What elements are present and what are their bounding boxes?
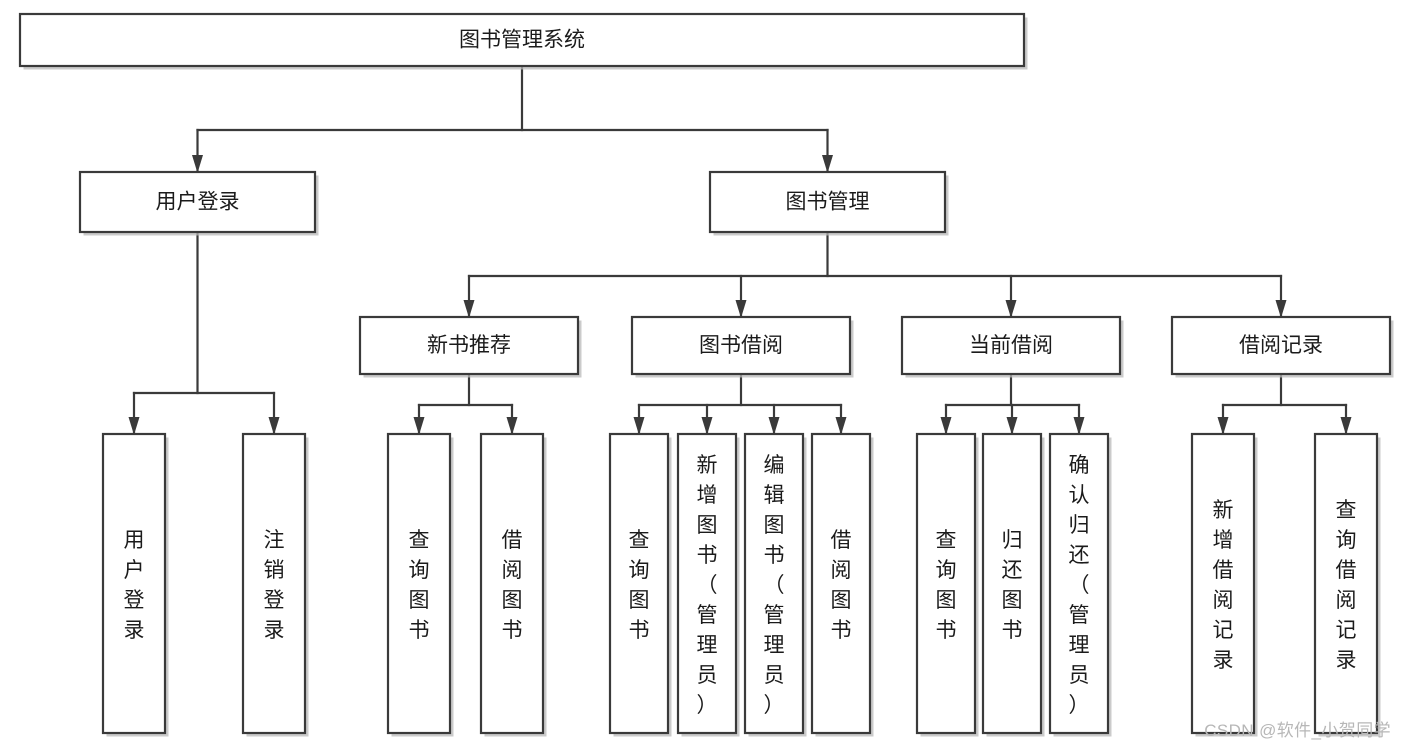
node-label: 借阅图书 bbox=[502, 529, 523, 642]
node-label: 查询图书 bbox=[409, 529, 430, 642]
node-box[interactable] bbox=[900, 315, 1122, 376]
node-label: 借阅记录 bbox=[1239, 334, 1323, 357]
node-box[interactable] bbox=[810, 432, 872, 735]
node-leaf-borrow-book-2[interactable]: 借阅图书 bbox=[810, 432, 874, 737]
node-leaf-edit-book[interactable]: 编辑图书（管理员） bbox=[743, 432, 807, 737]
nodes-layer: 图书管理系统用户登录图书管理新书推荐图书借阅当前借阅借阅记录用户登录注销登录查询… bbox=[18, 12, 1394, 737]
node-box[interactable] bbox=[241, 432, 307, 735]
node-leaf-add-record[interactable]: 新增借阅记录 bbox=[1190, 432, 1258, 737]
node-box[interactable] bbox=[915, 432, 977, 735]
node-box[interactable] bbox=[358, 315, 580, 376]
node-leaf-query-book-2[interactable]: 查询图书 bbox=[608, 432, 672, 737]
node-leaf-return-book[interactable]: 归还图书 bbox=[981, 432, 1045, 737]
node-new-book-rec[interactable]: 新书推荐 bbox=[358, 315, 582, 378]
node-box[interactable] bbox=[101, 432, 167, 735]
node-label: 查询图书 bbox=[936, 529, 957, 642]
edge-group-borrow-record bbox=[1217, 372, 1352, 435]
node-book-manage[interactable]: 图书管理 bbox=[708, 170, 949, 236]
node-label: 注销登录 bbox=[264, 529, 285, 642]
node-leaf-query-book-3[interactable]: 查询图书 bbox=[915, 432, 979, 737]
node-root[interactable]: 图书管理系统 bbox=[18, 12, 1028, 70]
node-box[interactable] bbox=[1190, 432, 1256, 735]
edge-group-book-borrow bbox=[633, 372, 847, 435]
node-label: 用户登录 bbox=[124, 529, 145, 642]
edge-group-root bbox=[192, 64, 833, 173]
node-label: 图书借阅 bbox=[699, 334, 783, 357]
node-current-borrow[interactable]: 当前借阅 bbox=[900, 315, 1124, 378]
edges-layer bbox=[128, 64, 1352, 435]
node-box[interactable] bbox=[676, 432, 738, 735]
node-label: 归还图书 bbox=[1002, 529, 1023, 642]
node-box[interactable] bbox=[386, 432, 452, 735]
edge-group-new-book-rec bbox=[413, 372, 518, 435]
node-leaf-confirm-return[interactable]: 确认归还（管理员） bbox=[1048, 432, 1112, 737]
node-box[interactable] bbox=[18, 12, 1026, 68]
node-leaf-user-login[interactable]: 用户登录 bbox=[101, 432, 169, 737]
edge-group-user-login bbox=[128, 230, 280, 435]
node-leaf-query-book-1[interactable]: 查询图书 bbox=[386, 432, 454, 737]
node-user-login[interactable]: 用户登录 bbox=[78, 170, 319, 236]
node-box[interactable] bbox=[1048, 432, 1110, 735]
node-book-borrow[interactable]: 图书借阅 bbox=[630, 315, 854, 378]
node-box[interactable] bbox=[78, 170, 317, 234]
node-box[interactable] bbox=[743, 432, 805, 735]
node-box[interactable] bbox=[479, 432, 545, 735]
node-label: 新书推荐 bbox=[427, 334, 511, 357]
node-box[interactable] bbox=[630, 315, 852, 376]
edge-group-current-borrow bbox=[940, 372, 1085, 435]
node-box[interactable] bbox=[981, 432, 1043, 735]
node-label: 查询借阅记录 bbox=[1336, 499, 1357, 672]
node-box[interactable] bbox=[1170, 315, 1392, 376]
node-label: 新增借阅记录 bbox=[1213, 499, 1234, 672]
node-box[interactable] bbox=[1313, 432, 1379, 735]
node-leaf-borrow-book-1[interactable]: 借阅图书 bbox=[479, 432, 547, 737]
node-borrow-record[interactable]: 借阅记录 bbox=[1170, 315, 1394, 378]
node-box[interactable] bbox=[708, 170, 947, 234]
node-label: 编辑图书（管理员） bbox=[764, 454, 785, 717]
node-label: 用户登录 bbox=[156, 191, 240, 214]
node-label: 新增图书（管理员） bbox=[697, 454, 718, 717]
node-label: 查询图书 bbox=[629, 529, 650, 642]
node-leaf-query-record[interactable]: 查询借阅记录 bbox=[1313, 432, 1381, 737]
node-label: 图书管理 bbox=[786, 191, 870, 214]
node-label: 当前借阅 bbox=[969, 334, 1053, 357]
edge-group-book-manage bbox=[463, 230, 1287, 318]
node-label: 图书管理系统 bbox=[459, 29, 585, 52]
node-label: 确认归还（管理员） bbox=[1069, 454, 1090, 717]
node-box[interactable] bbox=[608, 432, 670, 735]
node-label: 借阅图书 bbox=[831, 529, 852, 642]
node-leaf-add-book[interactable]: 新增图书（管理员） bbox=[676, 432, 740, 737]
node-leaf-logout[interactable]: 注销登录 bbox=[241, 432, 309, 737]
